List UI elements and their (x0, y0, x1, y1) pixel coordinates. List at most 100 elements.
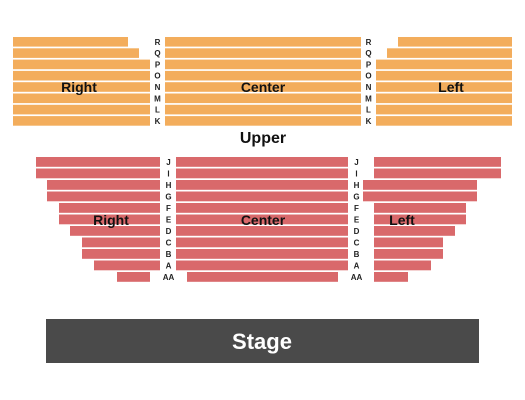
lower-right-row-e (59, 214, 160, 225)
upper-right-row-p (13, 59, 150, 70)
upper-right-row-m (13, 93, 150, 104)
upper-row-label-k: K (366, 117, 372, 126)
lower-center-row-e (176, 214, 348, 225)
upper-left-row-n (376, 82, 512, 92)
upper-right-row-k (13, 116, 150, 126)
lower-row-label-i: I (167, 170, 169, 179)
upper-row-label-p: P (366, 60, 372, 69)
lower-left-row-j (374, 157, 501, 167)
lower-right-row-g (47, 191, 160, 202)
upper-row-label-p: P (155, 60, 161, 69)
upper-left-row-k (376, 116, 512, 126)
lower-left-row-b (374, 249, 443, 259)
upper-left-row-m (376, 93, 512, 104)
lower-row-label-d: D (166, 227, 172, 236)
lower-center-row-j (176, 157, 348, 167)
upper-right-row-o (13, 70, 150, 81)
lower-left-row-a (374, 260, 431, 271)
upper-left-row-l (376, 104, 512, 115)
upper-center-row-l (165, 104, 361, 115)
lower-row-label-b: B (166, 250, 172, 259)
lower-right-row-f (59, 203, 160, 213)
lower-row-label-e: E (354, 216, 360, 225)
upper-center-row-q (165, 48, 361, 58)
lower-left-row-d (374, 226, 455, 236)
lower-right-row-h (47, 180, 160, 190)
lower-row-label-f: F (354, 204, 359, 213)
lower-center-row-a (176, 260, 348, 271)
upper-row-label-l: L (366, 106, 371, 115)
lower-left-row-g (363, 191, 477, 202)
upper-level (13, 37, 512, 126)
upper-row-label-m: M (154, 94, 161, 103)
upper-row-label-q: Q (365, 49, 371, 58)
lower-row-label-e: E (166, 216, 172, 225)
upper-center-row-o (165, 70, 361, 81)
upper-row-label-n: N (366, 83, 372, 92)
upper-left-row-o (376, 70, 512, 81)
upper-center-row-r (165, 37, 361, 47)
upper-row-label-o: O (365, 72, 371, 81)
upper-row-label-r: R (155, 38, 161, 47)
lower-right-row-a (94, 260, 160, 271)
lower-row-label-b: B (354, 250, 360, 259)
upper-left-row-r (398, 37, 512, 47)
lower-row-label-h: H (354, 181, 360, 190)
lower-row-label-h: H (166, 181, 172, 190)
stage (46, 319, 479, 363)
upper-level-label: Upper (240, 130, 286, 147)
lower-center-row-aa (187, 272, 338, 282)
upper-section-left-label: Left (438, 79, 464, 95)
upper-left-row-q (387, 48, 512, 58)
lower-right-row-d (70, 226, 160, 236)
lower-center-row-c (176, 237, 348, 248)
lower-row-label-c: C (354, 239, 360, 248)
lower-right-row-aa (117, 272, 150, 282)
lower-row-label-f: F (166, 204, 171, 213)
upper-row-label-q: Q (154, 49, 160, 58)
lower-center-row-d (176, 226, 348, 236)
lower-right-row-b (82, 249, 160, 259)
upper-row-label-m: M (365, 94, 372, 103)
upper-center-row-k (165, 116, 361, 126)
lower-section-left-label: Left (389, 212, 415, 228)
lower-section-center-label: Center (241, 212, 286, 228)
lower-row-label-aa: AA (351, 273, 363, 282)
upper-row-label-k: K (155, 117, 161, 126)
upper-right-row-r (13, 37, 128, 47)
lower-level (36, 157, 501, 282)
lower-row-label-i: I (355, 170, 357, 179)
lower-row-label-c: C (166, 239, 172, 248)
lower-right-row-c (82, 237, 160, 248)
upper-center-row-n (165, 82, 361, 92)
upper-right-row-l (13, 104, 150, 115)
lower-row-label-g: G (165, 193, 171, 202)
lower-row-label-d: D (354, 227, 360, 236)
upper-section-right-label: Right (61, 79, 97, 95)
lower-row-label-a: A (354, 262, 360, 271)
upper-center-row-m (165, 93, 361, 104)
lower-left-row-f (374, 203, 466, 213)
lower-section-right-label: Right (93, 212, 129, 228)
upper-row-label-r: R (366, 38, 372, 47)
lower-row-label-g: G (353, 193, 359, 202)
lower-row-label-aa: AA (163, 273, 175, 282)
lower-row-label-j: J (354, 158, 358, 167)
lower-center-row-f (176, 203, 348, 213)
lower-center-row-i (176, 168, 348, 179)
upper-section-center-label: Center (241, 79, 286, 95)
lower-center-row-b (176, 249, 348, 259)
lower-left-row-aa (374, 272, 408, 282)
lower-right-row-i (36, 168, 160, 179)
stage-label: Stage (232, 329, 292, 354)
lower-left-row-c (374, 237, 443, 248)
upper-center-row-p (165, 59, 361, 70)
upper-row-label-l: L (155, 106, 160, 115)
lower-left-row-h (363, 180, 477, 190)
lower-right-row-j (36, 157, 160, 167)
lower-center-row-g (176, 191, 348, 202)
lower-center-row-h (176, 180, 348, 190)
